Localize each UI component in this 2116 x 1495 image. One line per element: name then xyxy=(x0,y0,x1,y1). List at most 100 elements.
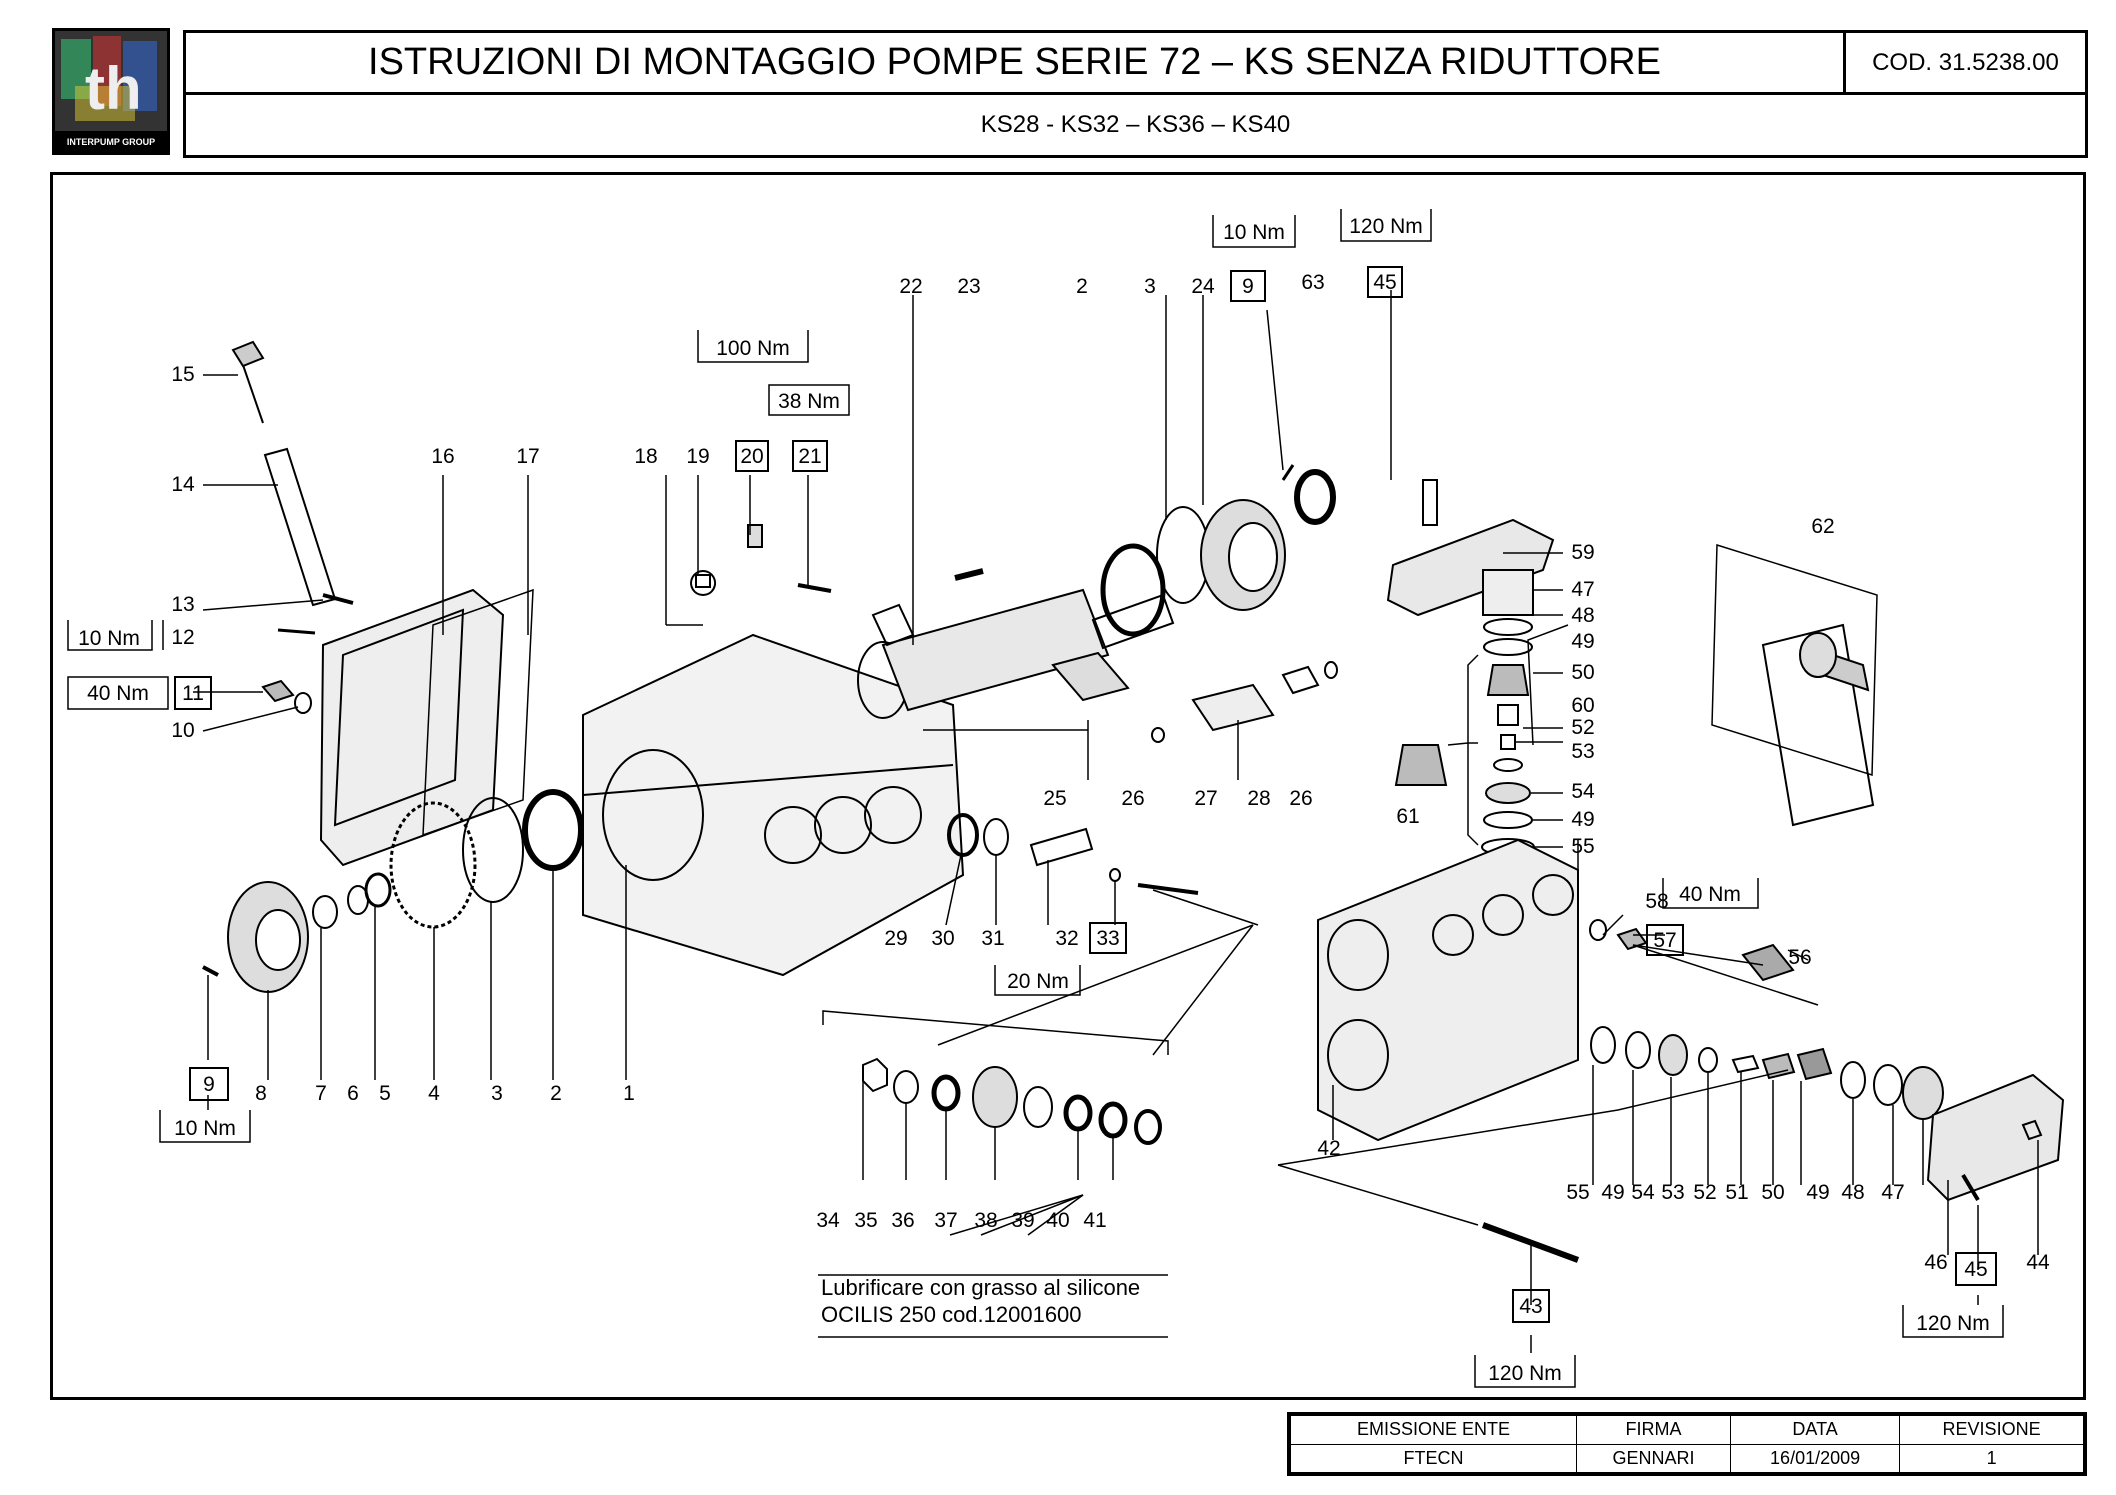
footer-header-emissione: EMISSIONE ENTE xyxy=(1290,1415,1577,1445)
label-38: 38 xyxy=(974,1209,997,1232)
label-18: 18 xyxy=(634,445,657,468)
footer-value-data: 16/01/2009 xyxy=(1730,1443,1901,1473)
boxed-57: 57 xyxy=(1653,929,1676,952)
label-53: 53 xyxy=(1571,740,1594,763)
label-12: 12 xyxy=(171,626,194,649)
part-manifold xyxy=(1317,838,1579,1142)
label-41: 41 xyxy=(1083,1209,1106,1232)
torque-40nm-b: 40 Nm xyxy=(1679,883,1741,906)
part-rear-cover xyxy=(319,588,505,867)
boxed-21: 21 xyxy=(798,445,821,468)
torque-20nm: 20 Nm xyxy=(1007,970,1069,993)
label-40: 40 xyxy=(1046,1209,1069,1232)
label-27: 27 xyxy=(1194,787,1217,810)
label-47b: 47 xyxy=(1881,1181,1904,1204)
label-50: 50 xyxy=(1571,661,1594,684)
part-crankcase xyxy=(582,633,965,977)
torque-120nm-a: 120 Nm xyxy=(1349,215,1423,238)
footer-header-firma: FIRMA xyxy=(1575,1415,1732,1445)
torque-100nm: 100 Nm xyxy=(716,337,790,360)
lubrication-note-line1: Lubrificare con grasso al silicone xyxy=(821,1275,1140,1300)
label-62: 62 xyxy=(1811,515,1834,538)
label-31: 31 xyxy=(981,927,1004,950)
label-55: 55 xyxy=(1571,835,1594,858)
label-22: 22 xyxy=(899,275,922,298)
label-44: 44 xyxy=(2026,1251,2050,1274)
model-list: KS28 - KS32 – KS36 – KS40 xyxy=(980,111,1291,138)
label-28: 28 xyxy=(1247,787,1270,810)
label-13: 13 xyxy=(171,593,194,616)
label-36: 36 xyxy=(891,1209,914,1232)
label-15: 15 xyxy=(171,363,194,386)
lubrication-note-line2: OCILIS 250 cod.12001600 xyxy=(821,1302,1082,1327)
label-2-top: 2 xyxy=(1076,275,1088,298)
label-52: 52 xyxy=(1571,716,1594,739)
label-26b: 26 xyxy=(1289,787,1312,810)
part-seal-pack xyxy=(862,1057,1162,1145)
label-37: 37 xyxy=(934,1209,957,1232)
footer-header-revisione: REVISIONE xyxy=(1899,1415,2084,1445)
torque-40nm-a: 40 Nm xyxy=(87,682,149,705)
label-3: 3 xyxy=(491,1082,503,1105)
label-39: 39 xyxy=(1011,1209,1034,1232)
label-56: 56 xyxy=(1788,946,1811,969)
label-17: 17 xyxy=(516,445,539,468)
label-49d: 49 xyxy=(1806,1181,1829,1204)
label-59: 59 xyxy=(1571,541,1594,564)
footer-value-firma: GENNARI xyxy=(1575,1443,1732,1473)
exploded-view-drawing: 15 14 13 10 12 16 17 18 19 22 23 2 3 24 … xyxy=(50,172,2086,1400)
boxed-43: 43 xyxy=(1519,1295,1542,1318)
label-26: 26 xyxy=(1121,787,1144,810)
label-49c: 49 xyxy=(1601,1181,1624,1204)
label-50b: 50 xyxy=(1761,1181,1784,1204)
label-19: 19 xyxy=(686,445,709,468)
label-48: 48 xyxy=(1571,604,1594,627)
label-54b: 54 xyxy=(1631,1181,1655,1204)
part-bearing-housing xyxy=(1200,499,1286,611)
boxed-9: 9 xyxy=(203,1073,215,1096)
label-42: 42 xyxy=(1317,1137,1340,1160)
label-63: 63 xyxy=(1301,271,1324,294)
label-25: 25 xyxy=(1043,787,1066,810)
boxed-20: 20 xyxy=(740,445,763,468)
torque-38nm: 38 Nm xyxy=(778,390,840,413)
torque-120nm-c: 120 Nm xyxy=(1916,1312,1990,1335)
label-48b: 48 xyxy=(1841,1181,1864,1204)
label-29: 29 xyxy=(884,927,907,950)
label-49b: 49 xyxy=(1571,808,1594,831)
torque-10nm-c: 10 Nm xyxy=(174,1117,236,1140)
boxed-33: 33 xyxy=(1096,927,1119,950)
footer-value-revisione: 1 xyxy=(1899,1443,2084,1473)
document-title: ISTRUZIONI DI MONTAGGIO POMPE SERIE 72 –… xyxy=(186,33,1846,95)
label-14: 14 xyxy=(171,473,195,496)
logo-text: INTERPUMP GROUP xyxy=(67,137,155,147)
part-labels: 15 14 13 10 12 16 17 18 19 22 23 2 3 24 … xyxy=(171,271,2050,1274)
part-crankshaft xyxy=(857,588,1175,719)
label-10: 10 xyxy=(171,719,194,742)
label-5: 5 xyxy=(379,1082,391,1105)
label-2: 2 xyxy=(550,1082,562,1105)
label-24: 24 xyxy=(1191,275,1215,298)
torque-120nm-b: 120 Nm xyxy=(1488,1362,1562,1385)
label-1: 1 xyxy=(623,1082,635,1105)
label-7: 7 xyxy=(315,1082,327,1105)
label-23: 23 xyxy=(957,275,980,298)
label-61: 61 xyxy=(1396,805,1419,828)
label-30: 30 xyxy=(931,927,954,950)
part-dipstick-cap xyxy=(231,340,265,424)
document-code: COD. 31.5238.00 xyxy=(1846,33,2085,95)
label-60: 60 xyxy=(1571,694,1594,717)
label-16: 16 xyxy=(431,445,454,468)
label-55b: 55 xyxy=(1566,1181,1589,1204)
boxed-45-top: 45 xyxy=(1373,271,1396,294)
label-49: 49 xyxy=(1571,630,1594,653)
label-4: 4 xyxy=(428,1082,440,1105)
label-6: 6 xyxy=(347,1082,359,1105)
title-block: ISTRUZIONI DI MONTAGGIO POMPE SERIE 72 –… xyxy=(183,30,2088,158)
label-52b: 52 xyxy=(1693,1181,1716,1204)
torque-10nm-b: 10 Nm xyxy=(1223,221,1285,244)
revision-table: EMISSIONE ENTE FIRMA DATA REVISIONE FTEC… xyxy=(1287,1412,2087,1476)
label-54: 54 xyxy=(1571,780,1595,803)
footer-header-data: DATA xyxy=(1730,1415,1901,1445)
interpump-logo: th INTERPUMP GROUP xyxy=(52,28,170,155)
